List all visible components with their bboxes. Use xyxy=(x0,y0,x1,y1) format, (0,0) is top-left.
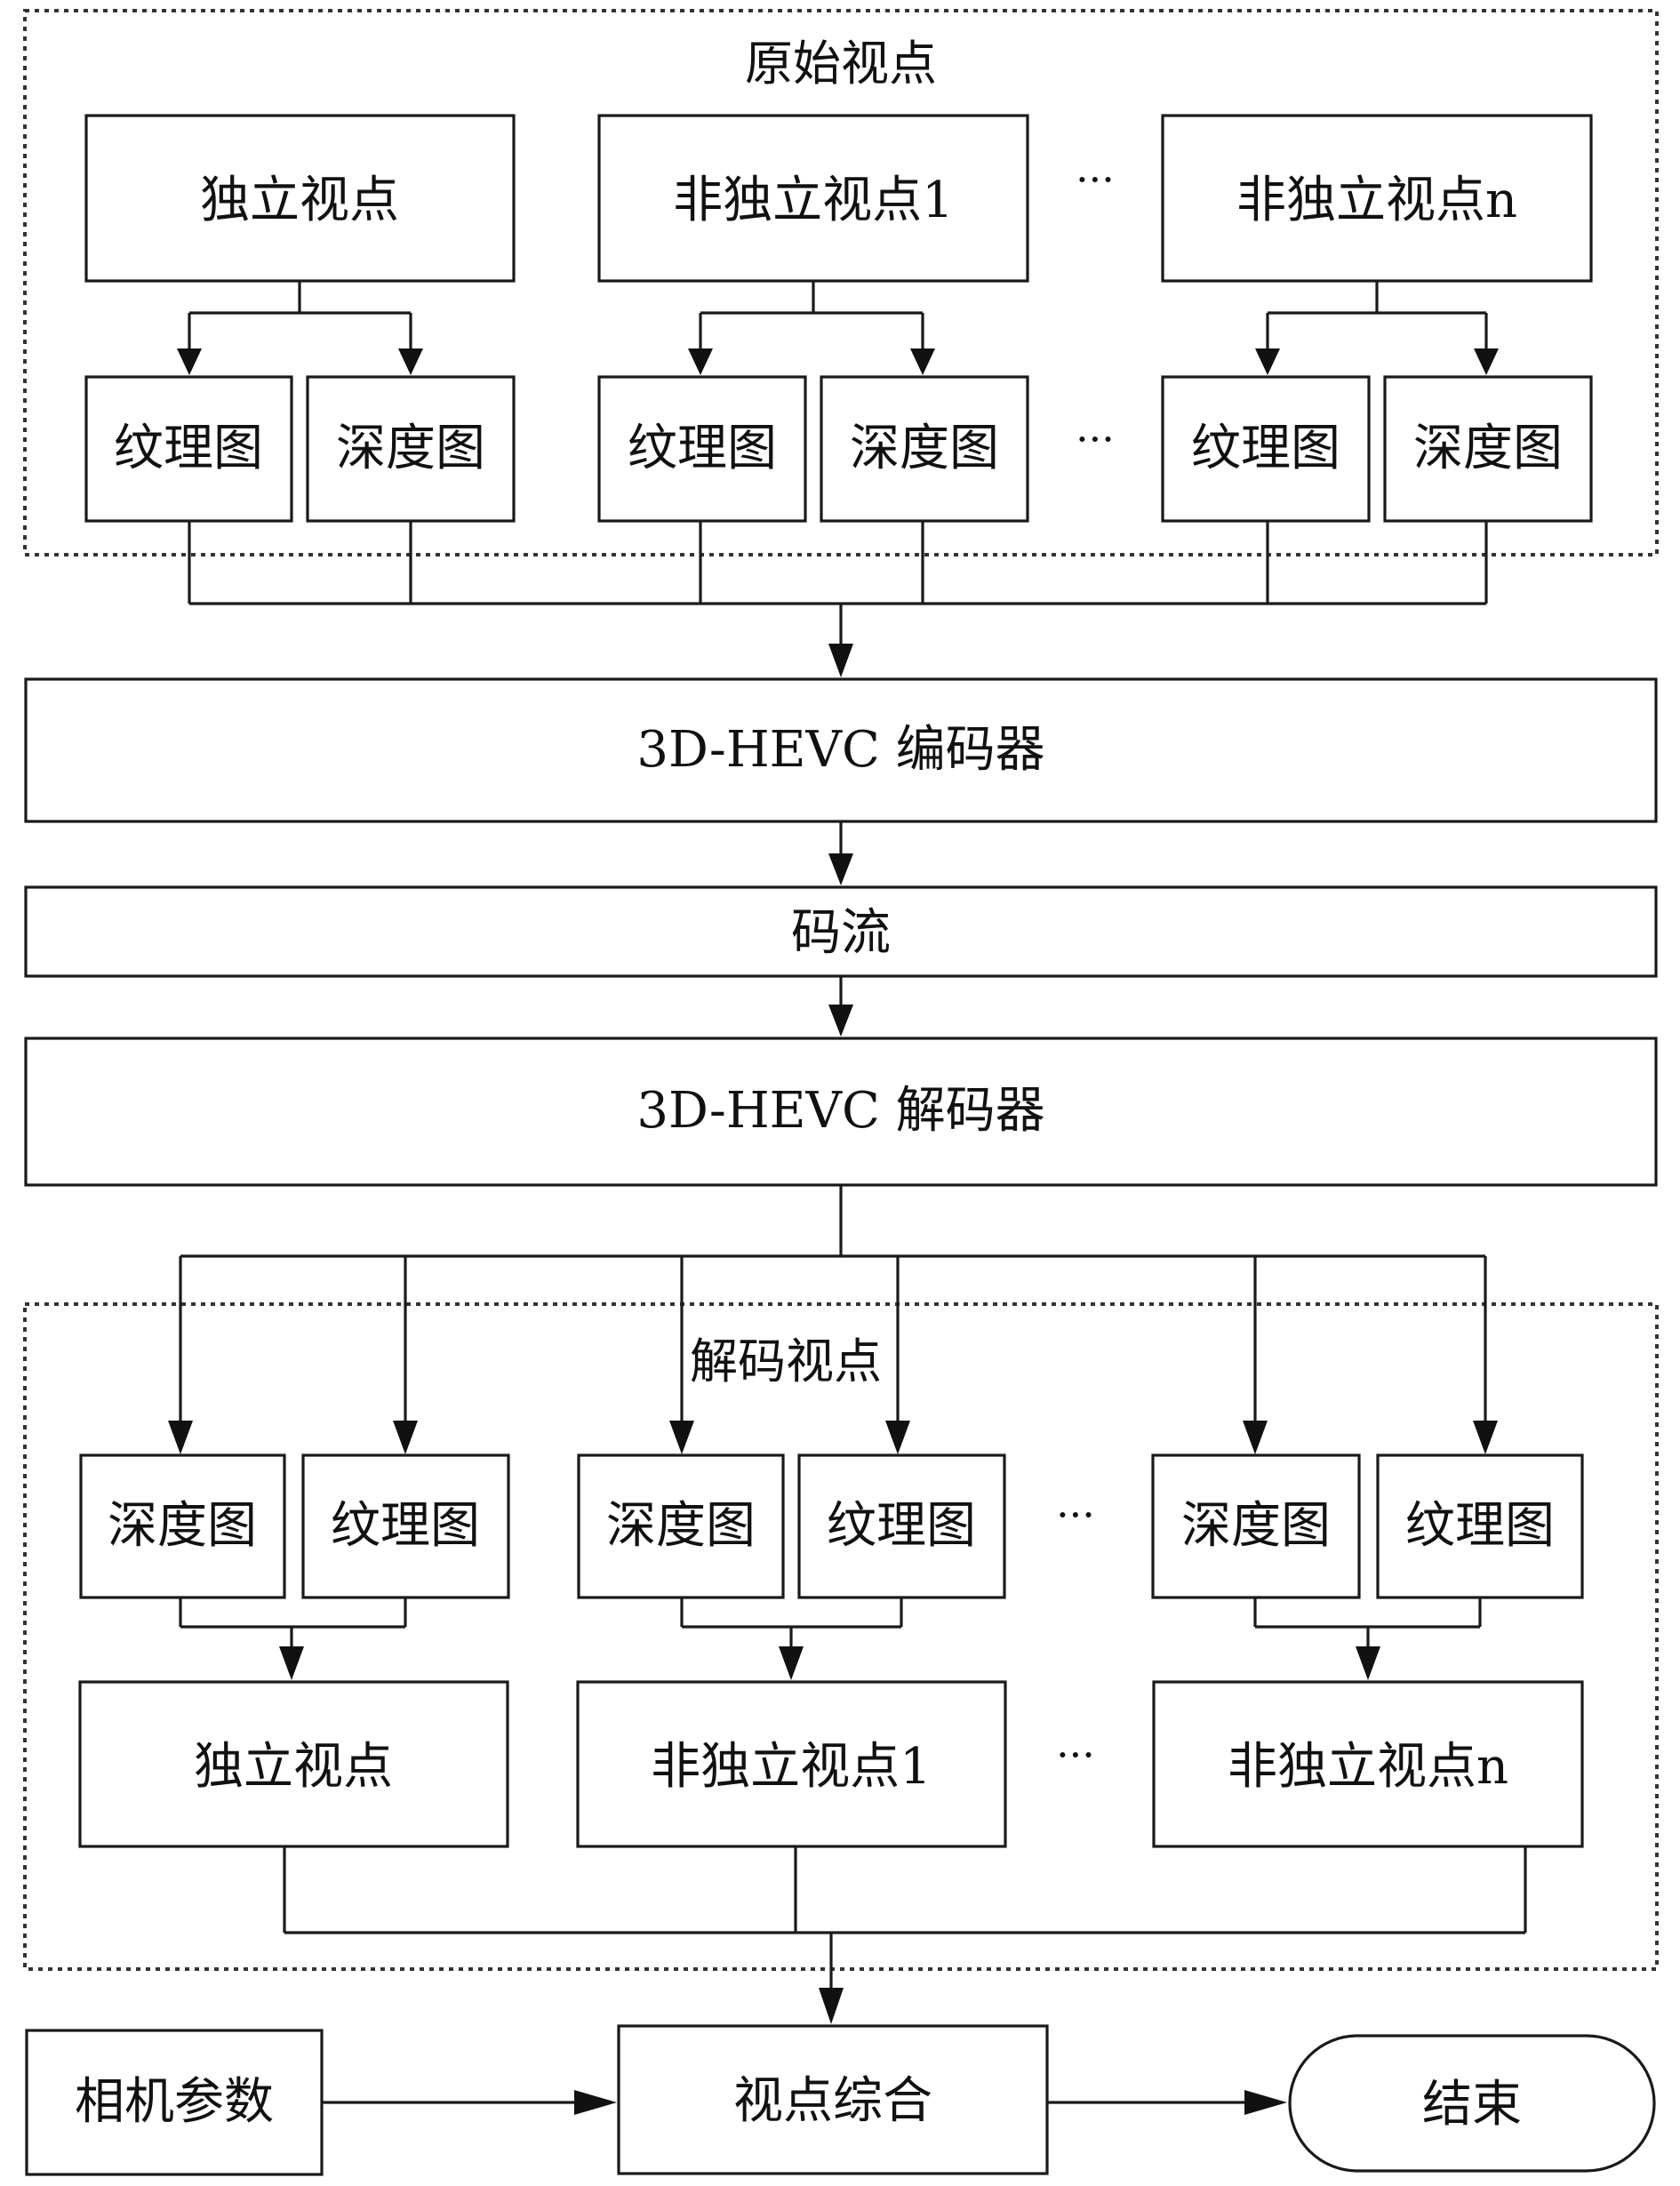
merge-connector-dependent-n xyxy=(1253,1597,1482,1650)
decoded-independent-view-label: 独立视点 xyxy=(194,1738,393,1796)
merge-connector-independent xyxy=(179,1597,407,1650)
original-texture-map-label: 纹理图 xyxy=(628,420,777,477)
encoder-box xyxy=(24,677,1658,823)
decoder-label: 3D-HEVC 解码器 xyxy=(636,1082,1044,1140)
arrow-head xyxy=(1243,1421,1268,1454)
arrow-head xyxy=(779,1646,804,1680)
merge-connector-dependent-1 xyxy=(680,1597,903,1650)
decoded-texture-map-box xyxy=(797,1453,1006,1599)
bitstream-label: 码流 xyxy=(791,904,891,962)
decoded-texture-map-box xyxy=(301,1453,510,1599)
split-connector-dependent-n xyxy=(1266,281,1488,356)
original-texture-map-box xyxy=(84,375,293,523)
arrow-head xyxy=(828,853,853,885)
original-dependent-view-n-label: 非独立视点n xyxy=(1236,172,1517,229)
arrow-head xyxy=(574,2090,617,2115)
view-synthesis-box xyxy=(617,2024,1049,2175)
arrow-head xyxy=(279,1646,304,1680)
original-texture-map-label: 纹理图 xyxy=(114,420,263,477)
arrow-head xyxy=(910,348,935,375)
camera-params-label: 相机参数 xyxy=(75,2073,274,2131)
arrow-head xyxy=(688,348,713,375)
merge-connector-to-synthesis xyxy=(283,1846,1527,1991)
decoded-texture-map-label: 纹理图 xyxy=(331,1497,480,1555)
decoded-views-title: 解码视点 xyxy=(690,1333,882,1389)
bitstream-box xyxy=(24,885,1658,978)
decoded-depth-map-box xyxy=(79,1453,286,1599)
arrow-head xyxy=(398,348,423,375)
original-depth-map-box xyxy=(306,375,516,523)
arrow-head xyxy=(1255,348,1280,375)
arrow-head xyxy=(177,348,202,375)
original-texture-map-box xyxy=(597,375,807,523)
decoded-depth-map-box xyxy=(1151,1453,1361,1599)
original-views-ellipsis-bottom: ··· xyxy=(1076,415,1115,463)
original-views-title: 原始视点 xyxy=(745,36,937,92)
original-independent-view-label: 独立视点 xyxy=(200,172,399,229)
arrow-head xyxy=(1473,1421,1498,1454)
decoded-dependent-view-n-box xyxy=(1152,1680,1584,1848)
original-texture-map-label: 纹理图 xyxy=(1191,420,1340,477)
encoder-label: 3D-HEVC 编码器 xyxy=(636,721,1044,779)
end-label: 结束 xyxy=(1422,2076,1522,2134)
original-views-ellipsis-top: ··· xyxy=(1076,156,1115,204)
arrow-head xyxy=(885,1421,910,1454)
arrow-head xyxy=(828,644,853,677)
original-texture-map-box xyxy=(1161,375,1371,523)
decoded-depth-map-label: 深度图 xyxy=(606,1497,756,1555)
decoded-views-group xyxy=(23,1302,1659,1971)
decoded-depth-map-box xyxy=(577,1453,785,1599)
original-depth-map-box xyxy=(1383,375,1593,523)
decoded-depth-map-label: 深度图 xyxy=(108,1497,257,1555)
decoded-depth-map-label: 深度图 xyxy=(1181,1497,1331,1555)
merge-connector-to-encoder xyxy=(188,521,1488,647)
original-depth-map-label: 深度图 xyxy=(1413,420,1563,477)
decoded-views-ellipsis-bottom: ··· xyxy=(1056,1731,1095,1779)
decoder-distribution-connector xyxy=(179,1185,1487,1426)
original-dependent-view-1-label: 非独立视点1 xyxy=(673,172,954,229)
original-depth-map-label: 深度图 xyxy=(336,420,485,477)
camera-params-box xyxy=(25,2029,324,2176)
decoded-texture-map-label: 纹理图 xyxy=(827,1497,976,1555)
arrow-head xyxy=(819,1988,844,2024)
split-connector-dependent-1 xyxy=(699,281,924,356)
decoded-views-ellipsis-top: ··· xyxy=(1056,1491,1095,1539)
arrow-head xyxy=(1244,2090,1287,2115)
arrow-head xyxy=(168,1421,193,1454)
decoded-dependent-view-1-box xyxy=(576,1680,1007,1848)
original-views-group xyxy=(23,9,1659,557)
split-connector-independent xyxy=(188,281,412,356)
arrow-head xyxy=(1474,348,1499,375)
arrow-head xyxy=(1356,1646,1380,1680)
decoder-box xyxy=(24,1037,1658,1187)
original-depth-map-label: 深度图 xyxy=(850,420,999,477)
end-terminal xyxy=(1288,2034,1656,2173)
decoded-dependent-view-n-label: 非独立视点n xyxy=(1228,1738,1508,1796)
original-depth-map-box xyxy=(820,375,1029,523)
decoded-independent-view-box xyxy=(78,1680,509,1848)
decoded-dependent-view-1-label: 非独立视点1 xyxy=(651,1738,932,1796)
arrow-head xyxy=(393,1421,418,1454)
decoded-texture-map-label: 纹理图 xyxy=(1405,1497,1555,1555)
view-synthesis-label: 视点综合 xyxy=(733,2072,932,2130)
original-dependent-view-1-box xyxy=(597,114,1029,283)
arrow-head xyxy=(828,1005,853,1037)
arrow-head xyxy=(669,1421,694,1454)
